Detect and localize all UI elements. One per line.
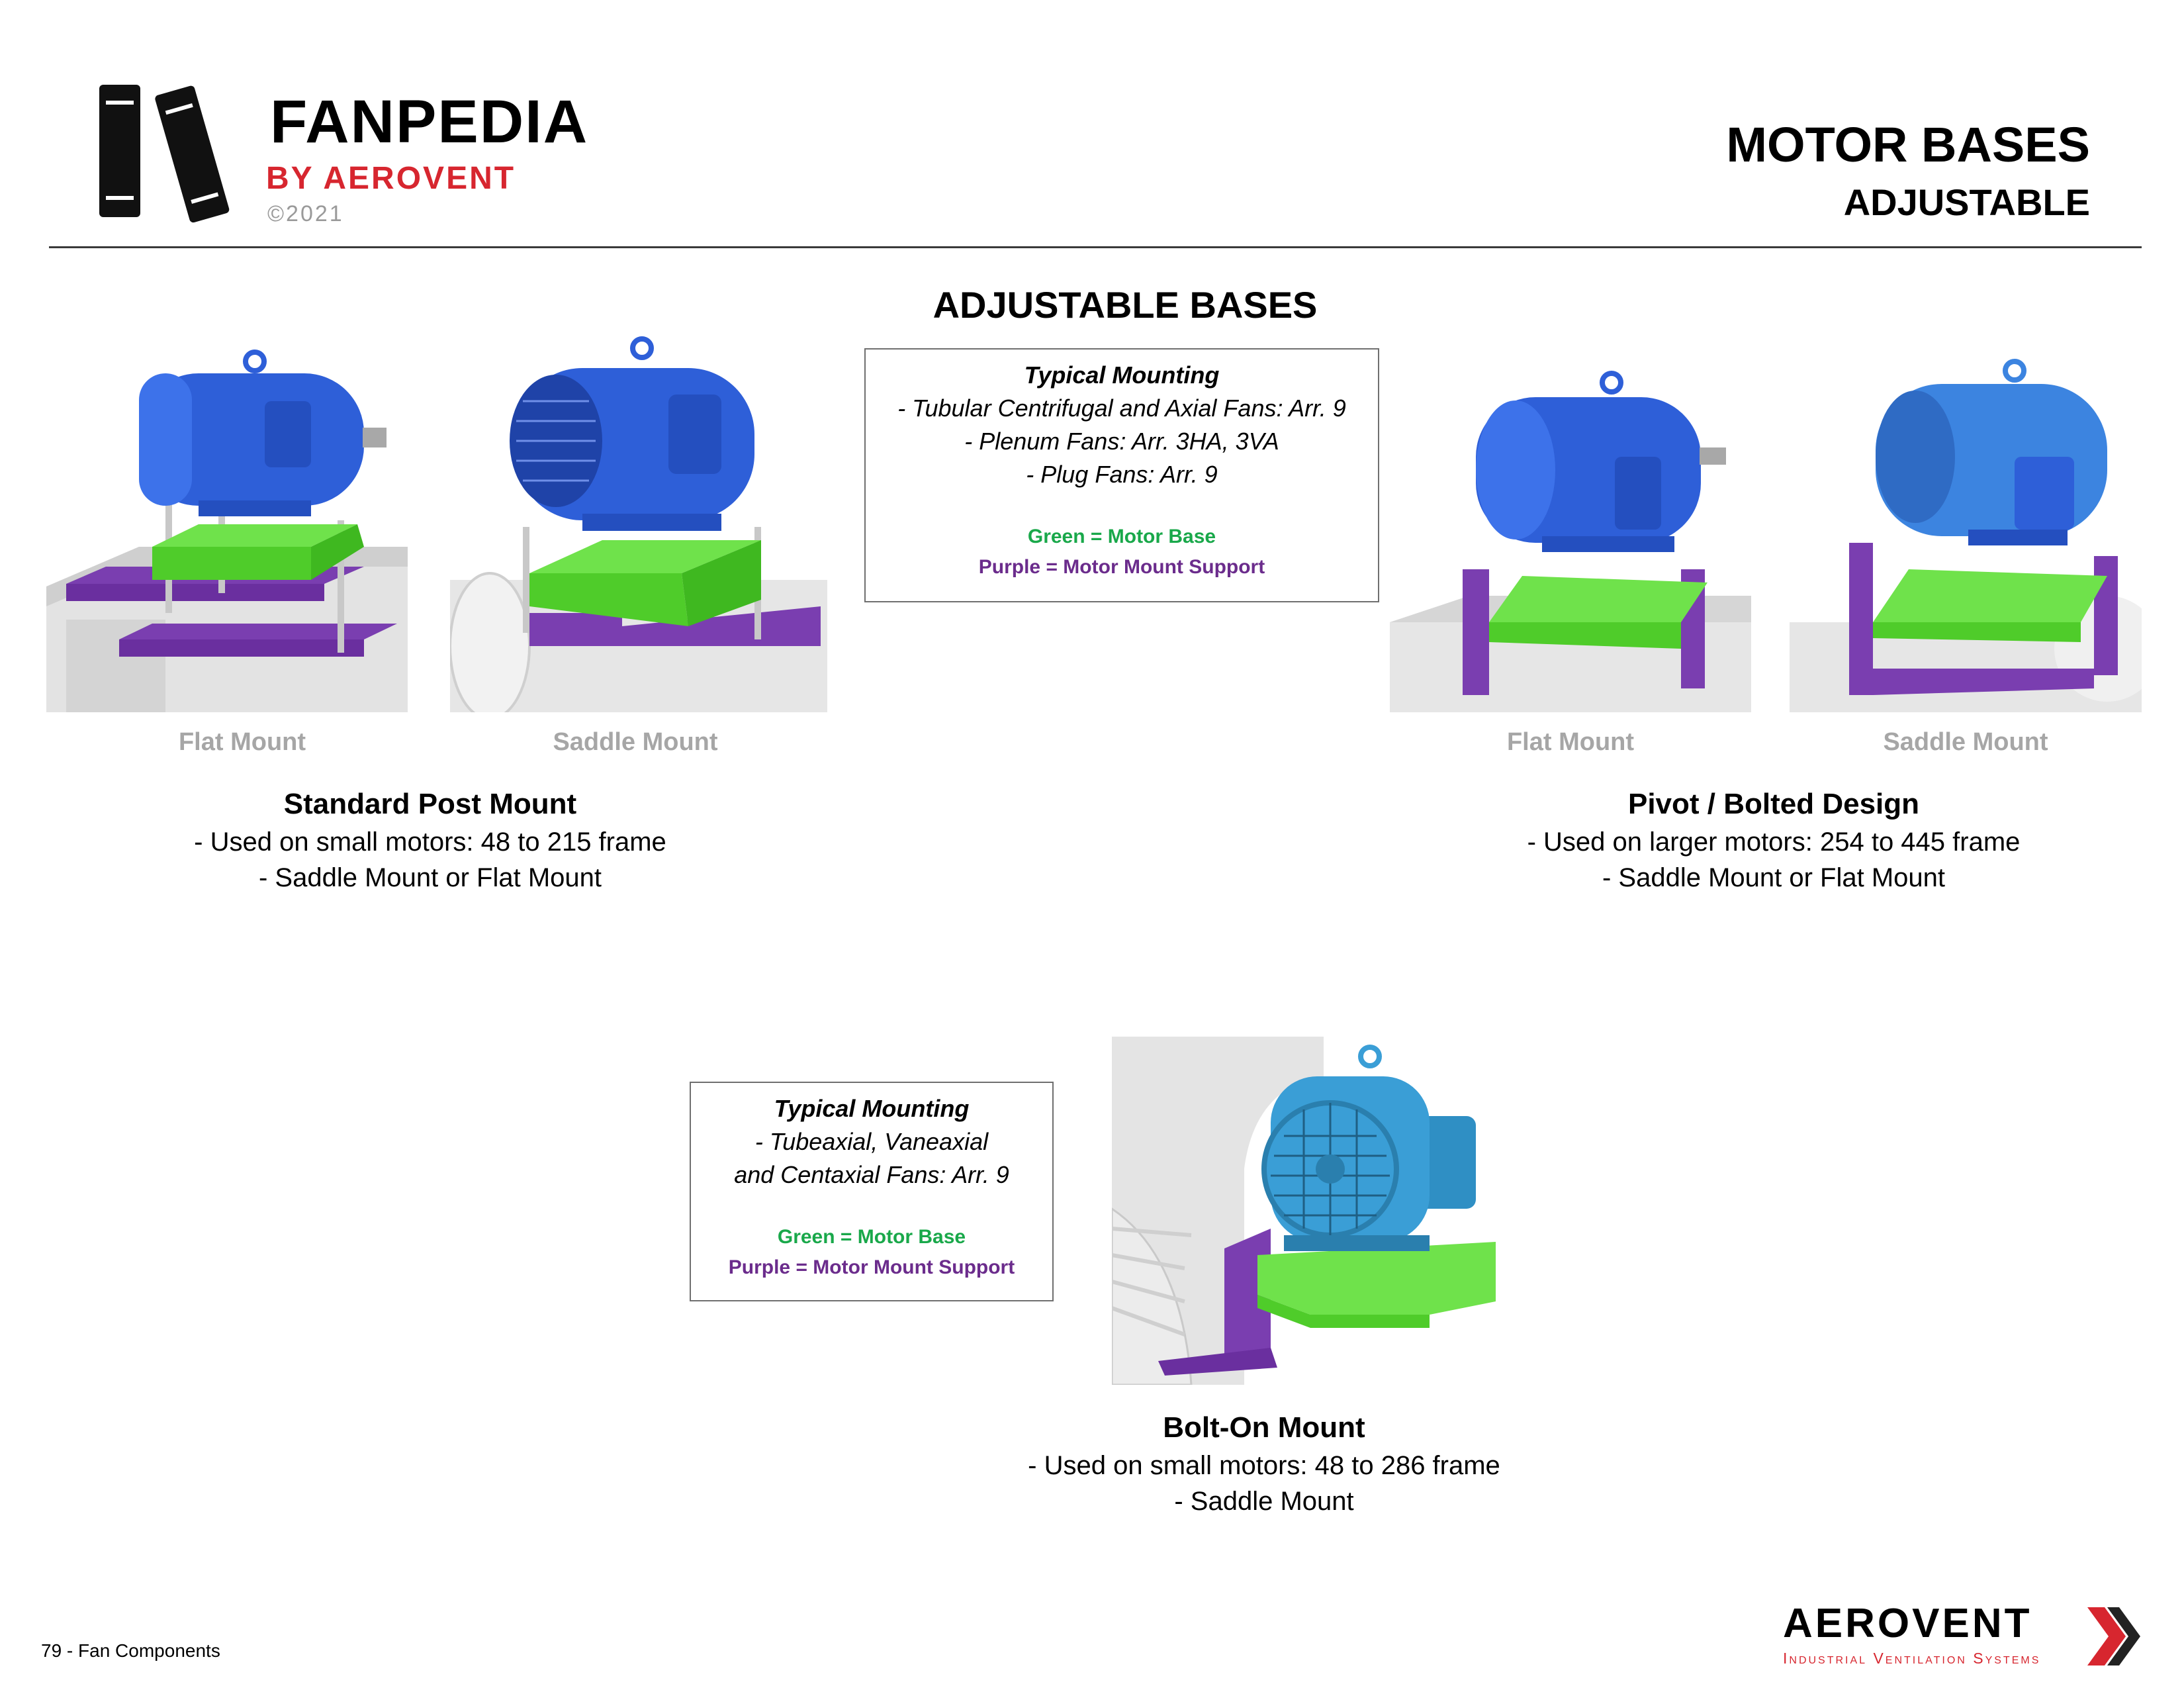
pivot-saddle-mount-label: Saddle Mount [1883,728,2048,756]
page-title: MOTOR BASES [1726,117,2090,172]
mounting-line: and Centaxial Fans: Arr. 9 [734,1161,1009,1188]
fanpedia-books-logo [99,85,230,223]
pivot-bolted-title: Pivot / Bolted Design [1627,788,1920,820]
legend-motor-support: Purple = Motor Mount Support [978,556,1265,578]
section-heading: ADJUSTABLE BASES [933,284,1318,326]
mounting-line: - Plug Fans: Arr. 9 [1026,461,1218,488]
standard-saddle-mount-illustration [450,336,827,712]
standard-flat-mount-label: Flat Mount [178,728,306,756]
bolt-on-title: Bolt-On Mount [1163,1411,1365,1444]
standard-post-title: Standard Post Mount [283,788,577,820]
standard-flat-mount-illustration [46,350,408,712]
page-footer-text: 79 - Fan Components [41,1640,220,1661]
bolt-on-line: - Used on small motors: 48 to 286 frame [1028,1451,1500,1480]
typical-mounting-title: Typical Mounting [1024,361,1220,389]
brand-copyright: ©2021 [267,201,344,226]
aerovent-logo-name: AEROVENT [1783,1601,2032,1646]
pivot-bolted-line: - Saddle Mount or Flat Mount [1602,863,1946,892]
pivot-flat-mount-illustration [1390,371,1751,712]
mounting-line: - Tubeaxial, Vaneaxial [754,1128,989,1155]
pivot-saddle-mount-illustration [1790,359,2142,712]
mounting-line: - Plenum Fans: Arr. 3HA, 3VA [964,428,1279,455]
legend-motor-base: Green = Motor Base [1027,526,1216,547]
mounting-line: - Tubular Centrifugal and Axial Fans: Ar… [897,395,1346,422]
aerovent-chevron-icon [2087,1607,2140,1665]
brand-name: FANPEDIA [270,88,589,156]
pivot-bolted-line: - Used on larger motors: 254 to 445 fram… [1527,827,2021,857]
legend-motor-support: Purple = Motor Mount Support [728,1256,1015,1278]
pivot-flat-mount-label: Flat Mount [1506,728,1635,756]
header-divider [49,246,2142,248]
standard-saddle-mount-label: Saddle Mount [553,728,718,756]
brand-by-line: BY AEROVENT [266,161,516,196]
aerovent-logo-tagline: Industrial Ventilation Systems [1783,1650,2041,1667]
standard-post-line: - Saddle Mount or Flat Mount [258,863,602,892]
typical-mounting-title: Typical Mounting [774,1095,970,1122]
typical-mounting-box: Typical Mounting - Tubular Centrifugal a… [864,348,1379,602]
bolt-on-line: - Saddle Mount [1174,1487,1354,1516]
standard-post-line: - Used on small motors: 48 to 215 frame [194,827,666,857]
legend-motor-base: Green = Motor Base [777,1226,966,1248]
bolt-on-mount-illustration [1112,1037,1522,1385]
typical-mounting-box: Typical Mounting - Tubeaxial, Vaneaxial … [690,1082,1054,1301]
page-subtitle: ADJUSTABLE [1843,181,2090,223]
